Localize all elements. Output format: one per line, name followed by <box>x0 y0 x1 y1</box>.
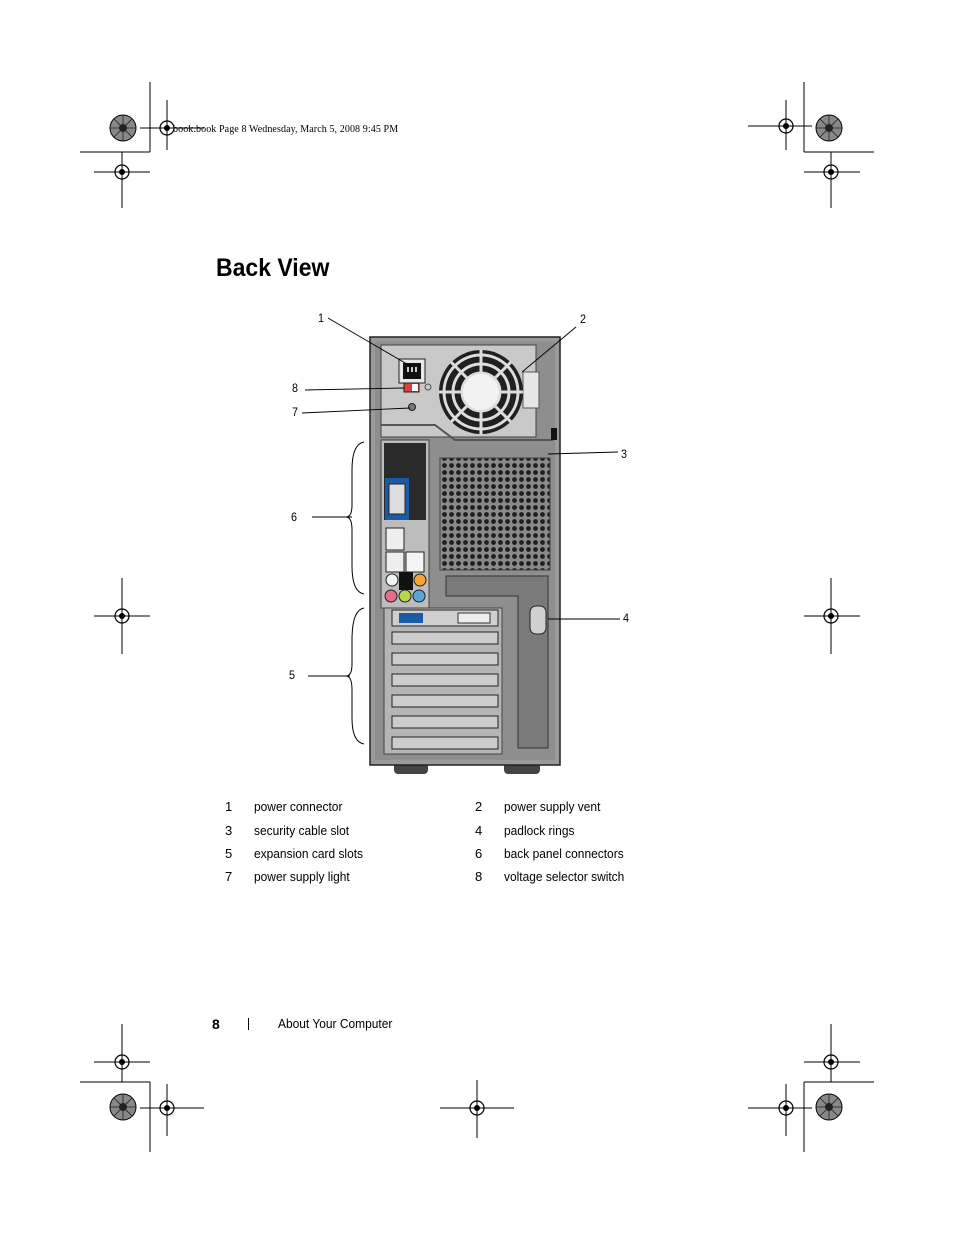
page-number: 8 <box>212 1016 220 1032</box>
footer-section-title: About Your Computer <box>278 1016 393 1031</box>
legend-num: 3 <box>225 823 233 838</box>
legend-num: 8 <box>475 869 483 884</box>
legend-label: voltage selector switch <box>504 869 625 884</box>
callout-1: 1 <box>318 311 325 325</box>
legend-num: 7 <box>225 869 233 884</box>
legend-num: 5 <box>225 846 233 861</box>
callout-6: 6 <box>291 510 298 524</box>
legend-label: expansion card slots <box>254 846 364 861</box>
print-slug: book.book Page 8 Wednesday, March 5, 200… <box>173 124 399 135</box>
legend-num: 6 <box>475 846 483 861</box>
legend-num: 2 <box>475 799 483 814</box>
callout-7: 7 <box>292 405 299 419</box>
footer-divider <box>248 1018 249 1030</box>
legend-num: 1 <box>225 799 233 814</box>
legend-label: power connector <box>254 799 343 814</box>
callout-2: 2 <box>580 312 587 326</box>
callout-3: 3 <box>621 447 628 461</box>
page-title: Back View <box>216 254 330 282</box>
legend-label: power supply vent <box>504 799 601 814</box>
legend-num: 4 <box>475 823 483 838</box>
legend-label: security cable slot <box>254 823 350 838</box>
callout-4: 4 <box>623 611 630 625</box>
callout-8: 8 <box>292 381 299 395</box>
callout-5: 5 <box>289 668 296 682</box>
legend-label: padlock rings <box>504 823 575 838</box>
legend-label: power supply light <box>254 869 350 884</box>
legend-label: back panel connectors <box>504 846 624 861</box>
